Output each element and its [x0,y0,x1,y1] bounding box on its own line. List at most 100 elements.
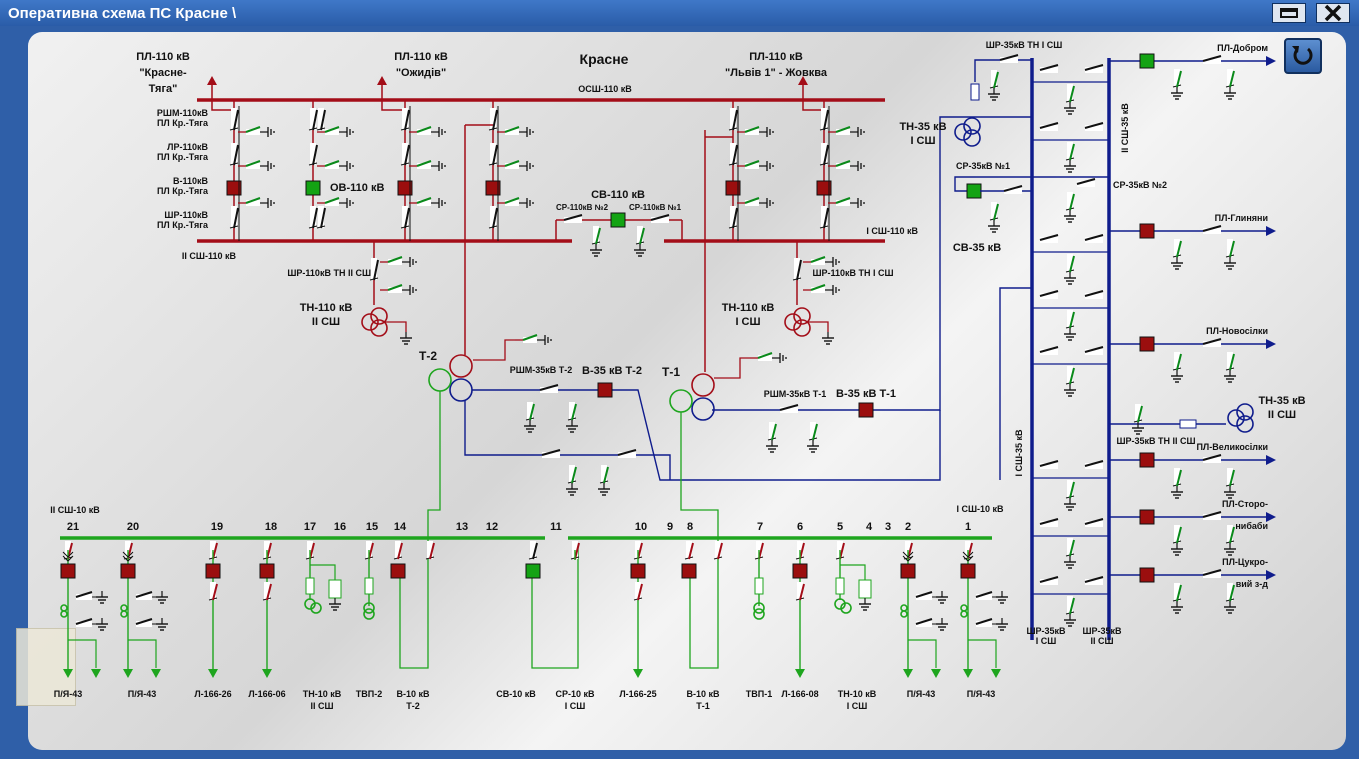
feeder-breaker[interactable] [60,563,76,579]
v10-breaker[interactable] [681,563,697,579]
feeder-breaker[interactable] [205,563,221,579]
earth-bg [916,594,932,600]
ov-disc2-bg [318,108,324,130]
line35-breaker[interactable] [1139,336,1155,352]
earth-blade-bg [811,259,825,265]
e [1069,85,1075,103]
bus-disc [1084,518,1104,525]
bus-disc [1084,460,1104,467]
bay-breaker[interactable] [397,180,413,196]
e-bg [1174,468,1180,486]
cell-number: 12 [486,521,498,533]
bay-disc-mid [312,144,318,166]
bay-breaker[interactable] [816,180,832,196]
earth-switch-blade-bg [745,129,759,135]
line110-title-a: ПЛ-110 кВ [749,51,803,63]
maximize-button[interactable] [1272,3,1306,23]
t1-lv-wind [669,389,693,413]
close-button[interactable] [1316,3,1350,23]
line35-breaker[interactable] [1139,452,1155,468]
rshm2-label: РШМ-35кВ Т-2 [510,365,573,375]
line-exit [211,84,235,112]
cell-disc [397,542,403,560]
feeder-breaker[interactable] [630,563,646,579]
tvp [753,602,765,614]
fuse [970,83,980,101]
earth-switch-blade [835,160,851,167]
shr35-1-label: ШР-35кВ ТН І СШ [986,40,1063,50]
e [1069,143,1075,161]
feeder-label-a: ТВП-2 [356,689,382,699]
feeder-label-a: П/Я-43 [907,689,935,699]
bus35-2-bot-a: ШР-35кВ [1082,626,1122,636]
earth-switch-blade-bg [246,129,260,135]
e [1069,481,1075,499]
bay-disc-bot [732,207,738,229]
e [1176,526,1182,544]
earth-switch-blade-bg [505,200,519,206]
line35-disc [1202,511,1222,518]
sv-10-breaker[interactable] [525,563,541,579]
bay-breaker[interactable] [485,180,501,196]
line35-breaker[interactable] [1139,223,1155,239]
tn35-2 [1227,409,1245,427]
t2-mv-wind [449,378,473,402]
line35-breaker[interactable] [1139,567,1155,583]
earth-switch-blade-bg [836,129,850,135]
earth-switch-blade-bg [417,200,431,206]
tn110-2-a: ТН-110 кВ [300,302,353,314]
e [1229,526,1235,544]
feeder-breaker[interactable] [900,563,916,579]
sv35-label: СВ-35 кВ [953,242,1001,254]
v35-t2-breaker[interactable] [597,382,613,398]
v35-t1-breaker[interactable] [858,402,874,418]
refresh-button[interactable] [1284,38,1322,74]
earth-blade-bg [388,259,402,265]
ov-110-breaker[interactable] [305,180,321,196]
tvp [363,608,375,620]
e-bg [527,402,533,420]
e-bg [1227,239,1233,257]
title-bar: Оперативна схема ПС Красне \ [0,0,1359,26]
bay-breaker[interactable] [226,180,242,196]
ct [960,604,968,612]
bay-disc-bot [233,207,239,229]
tvp [753,608,765,620]
e-bg [1067,596,1073,614]
tn10 [840,602,852,614]
earth-bg [916,621,932,627]
line35-breaker[interactable] [1139,53,1155,69]
sv-110-breaker[interactable] [610,212,626,228]
bay-disc-mid [823,144,829,166]
sv-35-breaker[interactable] [966,183,982,199]
e [1069,539,1075,557]
bay-breaker[interactable] [725,180,741,196]
sv-earth2 [639,227,645,245]
t1-neutral-earth-blade-bg [758,355,772,361]
rshm35-t2-bg [540,387,558,393]
feeder-breaker[interactable] [120,563,136,579]
e-bg [1067,310,1073,328]
tn-gnd [384,321,407,332]
e-bg [1067,84,1073,102]
feeder-breaker[interactable] [259,563,275,579]
line-arrow [207,76,217,85]
line35-label: ПЛ-Новосілки [1206,326,1268,336]
bus-disc [1039,64,1059,71]
earth-switch-blade-bg [745,163,759,169]
feeder-breaker[interactable] [792,563,808,579]
v10-breaker[interactable] [390,563,406,579]
feeder-breaker[interactable] [960,563,976,579]
line35-label: ПЛ-Добром [1217,43,1268,53]
bay-disc-bot [404,207,410,229]
maximize-icon [1280,8,1298,18]
e-bg [1067,480,1073,498]
e [603,466,609,484]
sticky-note[interactable] [16,628,76,706]
e-bg [569,465,575,483]
line35-breaker[interactable] [1139,509,1155,525]
bay-disc-bot [823,207,829,229]
rshm1-label: РШМ-35кВ Т-1 [764,389,827,399]
shr110-2 [373,259,379,281]
